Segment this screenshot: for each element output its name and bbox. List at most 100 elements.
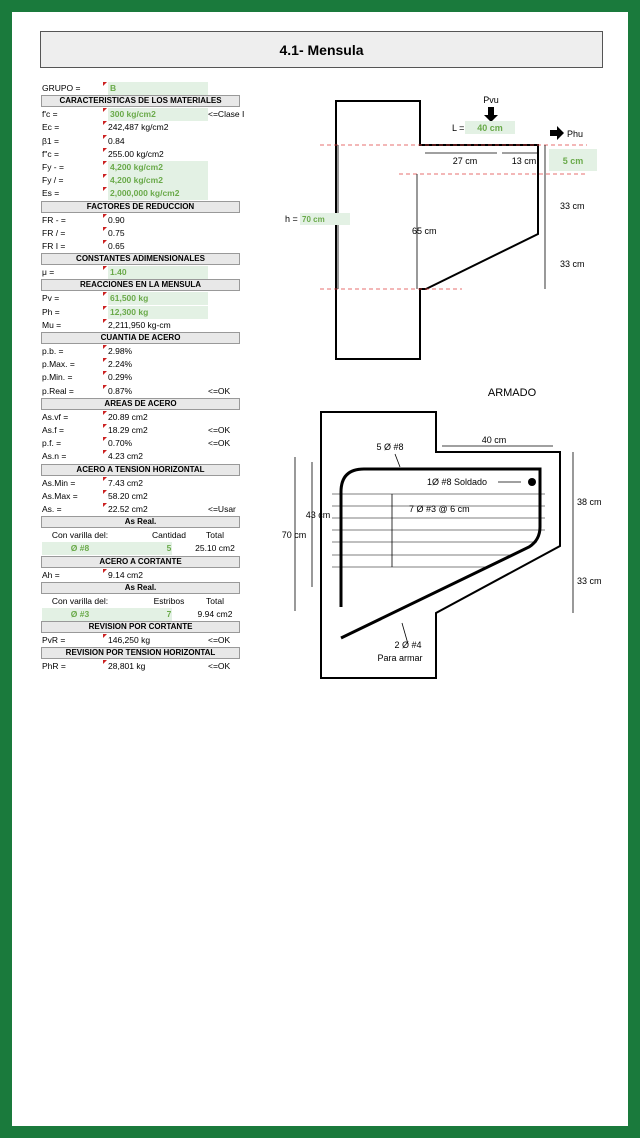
- dim-40: 40 cm: [482, 435, 507, 445]
- as-real-value[interactable]: Ø #3: [70, 609, 90, 619]
- row-value[interactable]: B: [108, 82, 208, 95]
- row-value[interactable]: 12,300 kg: [108, 305, 208, 319]
- row-value[interactable]: 61,500 kg: [108, 292, 208, 306]
- calc-row: p.Real =0.87%<=OK: [42, 384, 242, 398]
- top-rebar: [339, 467, 542, 640]
- section-header: ACERO A TENSION HORIZONTAL: [41, 463, 240, 476]
- row-value: 2.98%: [108, 346, 133, 356]
- row-label: PvR =: [42, 635, 66, 646]
- as-real-value[interactable]: 5: [166, 543, 172, 554]
- row-label: FR I =: [42, 241, 66, 251]
- row-value[interactable]: 300 kg/cm2: [108, 108, 208, 122]
- comment-marker-icon: [103, 371, 107, 376]
- row-value: 0.90: [108, 214, 125, 225]
- row-label: p.Real =: [42, 385, 74, 396]
- row-label: Fy / =: [42, 175, 64, 186]
- comment-marker-icon: [103, 384, 107, 389]
- calc-row: Fy - =4,200 kg/cm2: [42, 161, 242, 174]
- comment-marker-icon: [103, 660, 107, 665]
- armado-title: ARMADO: [488, 387, 537, 399]
- as-real-value[interactable]: Ø #8: [70, 543, 90, 554]
- row-label: Ec =: [42, 122, 60, 133]
- row-value: 146,250 kg: [108, 635, 151, 646]
- row-label: As.Max =: [42, 490, 78, 501]
- dim-33: 33 cm: [577, 576, 602, 586]
- column-header: Total: [206, 530, 224, 541]
- row-note: <=OK: [208, 635, 231, 646]
- comment-marker-icon: [103, 121, 107, 126]
- para-armar-label: Para armar: [377, 653, 422, 663]
- comment-marker-icon: [103, 345, 107, 349]
- dim-65: 65 cm: [412, 226, 437, 236]
- section-header: As Real.: [41, 516, 240, 529]
- l-value-box: [465, 121, 515, 134]
- row-value: 0.29%: [108, 372, 133, 383]
- column-header: Total: [206, 595, 224, 606]
- dim-33a: 33 cm: [560, 201, 585, 211]
- row-label: PhR =: [42, 661, 66, 672]
- section-header: ACERO A CORTANTE: [41, 555, 240, 568]
- row-label: Ph =: [42, 306, 60, 317]
- row-value[interactable]: 4,200 kg/cm2: [108, 161, 208, 174]
- comment-marker-icon: [103, 161, 107, 165]
- row-value: 22.52 cm2: [108, 504, 148, 514]
- row-value: 7.43 cm2: [108, 477, 143, 488]
- row-label: As.f =: [42, 425, 64, 435]
- comment-marker-icon: [103, 226, 107, 231]
- row-value: 0.65: [108, 241, 125, 251]
- comment-marker-icon: [103, 82, 107, 86]
- h-label: h =: [285, 214, 298, 224]
- comment-marker-icon: [103, 503, 107, 507]
- as-real-value[interactable]: 7: [166, 609, 172, 619]
- calc-row: FR / =0.75: [42, 226, 242, 240]
- calc-row: Mu =2,211,950 kg-cm: [42, 318, 242, 332]
- comment-marker-icon: [103, 476, 107, 481]
- comment-marker-icon: [103, 634, 107, 639]
- mensula-outline: [335, 100, 539, 360]
- calc-row: μ =1.40: [42, 266, 242, 280]
- row-value: 0.70%: [108, 438, 133, 449]
- row-value: 0.87%: [108, 385, 133, 396]
- row-value[interactable]: 2,000,000 kg/cm2: [108, 187, 208, 201]
- as-real-values: Ø #8 5 25.10 cm2: [42, 542, 242, 556]
- row-label: Es =: [42, 188, 60, 199]
- armado-diagram: ARMADO 40 cm 1Ø #8 Soldado 5 Ø #8 7 Ø #3…: [282, 387, 602, 679]
- section-header: FACTORES DE REDUCCION: [41, 200, 240, 213]
- calc-row: Ph = 12,300 kg: [42, 305, 242, 319]
- highlight-band: [42, 542, 172, 556]
- comment-marker-icon: [103, 266, 107, 271]
- comment-marker-icon: [103, 213, 107, 218]
- calc-row: p.b. = 2.98%: [42, 345, 242, 358]
- row-value: 18.29 cm2: [108, 425, 148, 435]
- column-header: Cantidad: [151, 530, 187, 541]
- as-real-value: 25.10 cm2: [195, 543, 235, 554]
- section-header: REACCIONES EN LA MENSULA: [41, 279, 240, 292]
- calc-row: Ah =9.14 cm2: [42, 568, 242, 582]
- calc-row: p.f. =0.70%<=OK: [42, 437, 242, 450]
- calc-row: PvR = 146,250 kg <=OK: [42, 634, 242, 647]
- dim-5: 5 cm: [563, 156, 584, 166]
- row-value: 20.89 cm2: [108, 411, 148, 422]
- section-header: CONSTANTES ADIMENSIONALES: [41, 253, 240, 266]
- l-value: 40 cm: [477, 123, 503, 133]
- dim-27: 27 cm: [453, 156, 478, 166]
- comment-marker-icon: [103, 410, 107, 415]
- calc-row: As.vf =20.89 cm2: [42, 410, 242, 424]
- row-note: <=OK: [208, 661, 231, 672]
- row-note: <=OK: [208, 425, 231, 435]
- row-label: As. =: [42, 504, 62, 514]
- row-label: FR - =: [42, 214, 66, 225]
- row-value: 28,801 kg: [108, 661, 146, 672]
- row-value[interactable]: 4,200 kg/cm2: [108, 174, 208, 188]
- row-label: f"c =: [42, 148, 59, 159]
- row-value[interactable]: 1.40: [108, 266, 208, 280]
- row-label: p.Min. =: [42, 372, 73, 383]
- row-label: p.b. =: [42, 346, 64, 356]
- row-value: 0.75: [108, 227, 125, 238]
- row-note: <=Usar: [208, 504, 236, 514]
- soldado-label: 1Ø #8 Soldado: [427, 477, 487, 487]
- calc-row: Ec =242,487 kg/cm2: [42, 121, 242, 134]
- comment-marker-icon: [103, 489, 107, 494]
